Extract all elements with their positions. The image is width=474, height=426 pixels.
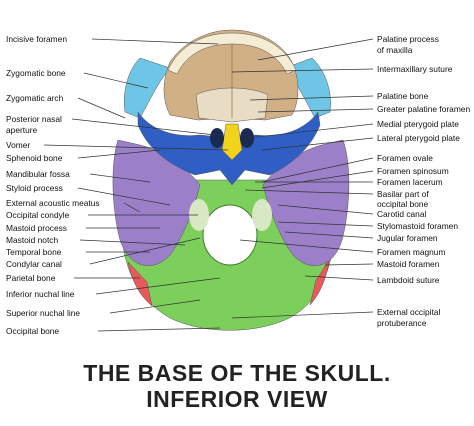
label-right: Lambdoid suture xyxy=(377,275,440,285)
label-right: Carotid canal xyxy=(377,209,426,219)
leader-line-left xyxy=(123,202,141,213)
label-left: Temporal bone xyxy=(6,247,62,257)
leader-line-left xyxy=(43,144,229,151)
leader-line-right xyxy=(277,221,374,227)
label-right: Palatine bone xyxy=(377,91,429,101)
label-right: Basilar part of xyxy=(377,189,429,199)
label-right: External occipital xyxy=(377,307,440,317)
leader-line-left xyxy=(77,187,171,206)
leader-line-right xyxy=(261,137,374,151)
leader-line-right xyxy=(261,170,374,189)
vomer xyxy=(221,123,243,161)
label-left: Incisive foramen xyxy=(6,34,67,44)
occipital-condyle-right xyxy=(252,199,272,231)
label-right: Foramen ovale xyxy=(377,153,433,163)
label-right: Stylomastoid foramen xyxy=(377,221,458,231)
label-left: aperture xyxy=(6,125,38,135)
title-line-2: INFERIOR VIEW xyxy=(146,386,328,412)
leader-line-left xyxy=(77,97,126,119)
label-right: of maxilla xyxy=(377,45,413,55)
foramen-magnum xyxy=(202,204,258,266)
leader-line-right xyxy=(247,123,374,139)
leader-line-left xyxy=(71,118,216,136)
label-left: Sphenoid bone xyxy=(6,153,63,163)
label-left: Mastoid notch xyxy=(6,235,58,245)
label-left: Superior nuchal line xyxy=(6,308,80,318)
title-line-1: THE BASE OF THE SKULL. xyxy=(83,360,391,386)
label-left: External acoustic meatus xyxy=(6,198,100,208)
leader-line-left xyxy=(109,299,201,314)
posterior-nasal-aperture-left xyxy=(210,128,224,148)
label-left: Zygomatic bone xyxy=(6,68,66,78)
occipital-condyle-left xyxy=(189,199,209,231)
leader-line-left xyxy=(97,327,221,332)
label-left: Vomer xyxy=(6,140,30,150)
leader-line-right xyxy=(231,68,374,73)
label-left: Inferior nuchal line xyxy=(6,289,75,299)
label-left: Parietal bone xyxy=(6,273,56,283)
label-right: Lateral pterygoid plate xyxy=(377,133,460,143)
leader-line-right xyxy=(257,38,374,61)
leader-line-right xyxy=(284,231,374,239)
label-left: Styloid process xyxy=(6,183,63,193)
label-left: Condylar canal xyxy=(6,259,62,269)
leader-line-right xyxy=(249,95,374,101)
label-right: Mastoid foramen xyxy=(377,259,440,269)
parietal-bone-left xyxy=(127,261,153,307)
leader-line-right xyxy=(324,263,374,266)
label-left: Occipital bone xyxy=(6,326,59,336)
leader-line-left xyxy=(91,38,219,45)
leader-line-right xyxy=(304,275,374,281)
posterior-nasal-aperture-right xyxy=(240,128,254,148)
label-right: Intermaxillary suture xyxy=(377,64,453,74)
label-right: Jugular foramen xyxy=(377,233,438,243)
label-left: Posterior nasal xyxy=(6,114,62,124)
leader-line-right xyxy=(231,311,374,319)
leader-line-left xyxy=(77,149,161,159)
leader-line-left xyxy=(83,72,149,89)
label-right: Greater palatine foramen xyxy=(377,104,470,114)
label-right: Foramen lacerum xyxy=(377,177,443,187)
label-left: Zygomatic arch xyxy=(6,93,64,103)
label-right: Foramen spinosum xyxy=(377,166,449,176)
leader-line-right xyxy=(277,204,374,215)
leader-line-left xyxy=(95,277,221,295)
leader-line-left xyxy=(79,239,186,246)
label-right: Foramen magnum xyxy=(377,247,445,257)
label-right: Palatine process xyxy=(377,34,439,44)
leader-line-right xyxy=(257,108,374,113)
label-right: occipital bone xyxy=(377,199,429,209)
leader-line-left xyxy=(89,237,201,265)
leader-line-right xyxy=(244,189,374,195)
label-right: protuberance xyxy=(377,318,427,328)
label-left: Occipital condyle xyxy=(6,210,70,220)
leader-line-right xyxy=(239,239,374,253)
label-left: Mandibular fossa xyxy=(6,169,70,179)
label-right: Medial pterygoid plate xyxy=(377,119,459,129)
leader-line-left xyxy=(89,173,151,183)
leader-line-right xyxy=(261,157,374,183)
label-left: Mastoid process xyxy=(6,223,67,233)
